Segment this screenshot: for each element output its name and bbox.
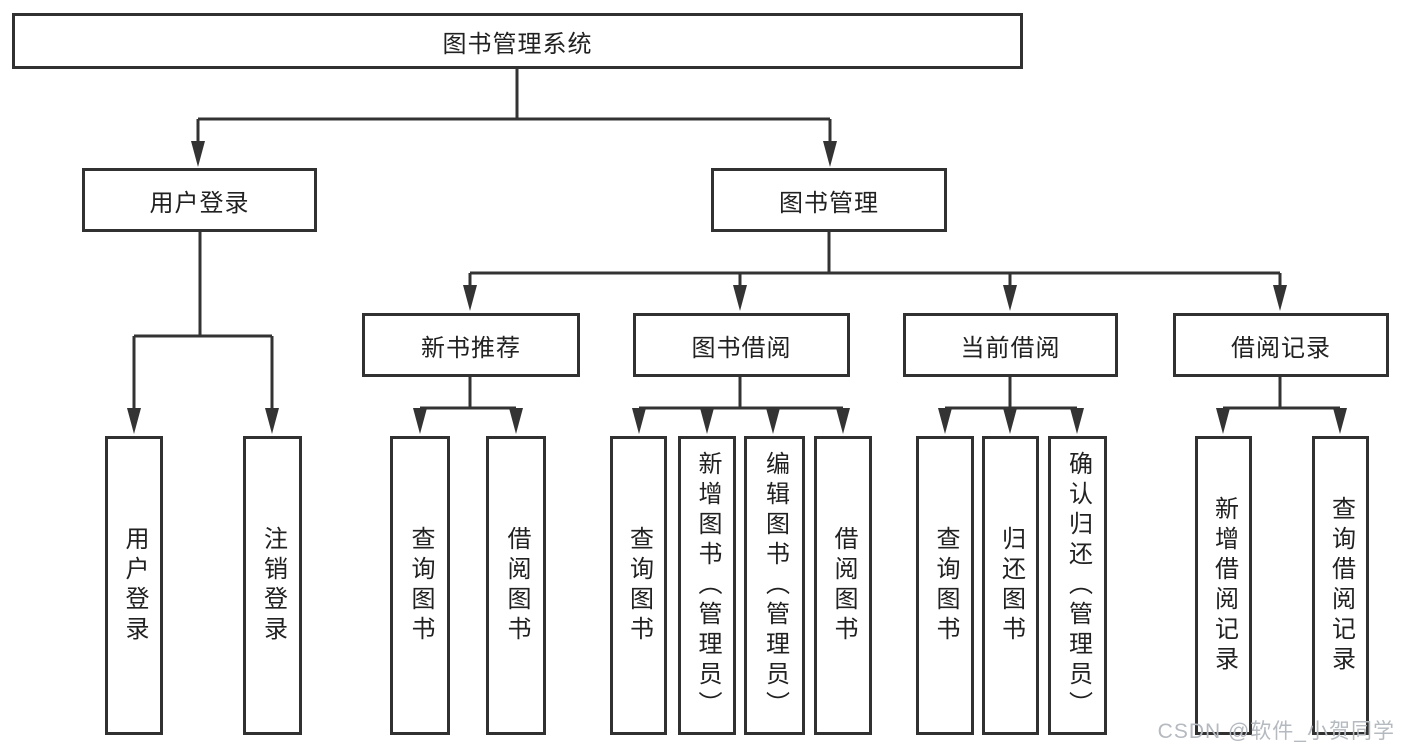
node-new-books: 新书推荐 — [362, 313, 580, 377]
leaf-bookborrow-edit: 编辑图书（管理员） — [744, 436, 805, 735]
leaf-bookborrow-query: 查询图书 — [610, 436, 667, 735]
leaf-bookborrow-add: 新增图书（管理员） — [678, 436, 736, 735]
leaf-bookborrow-borrow: 借阅图书 — [814, 436, 872, 735]
node-root: 图书管理系统 — [12, 13, 1023, 69]
leaf-currentborrow-confirm: 确认归还（管理员） — [1048, 436, 1107, 735]
leaf-newbooks-query: 查询图书 — [390, 436, 450, 735]
leaf-newbooks-borrow: 借阅图书 — [486, 436, 546, 735]
leaf-currentborrow-return: 归还图书 — [982, 436, 1039, 735]
leaf-user-login: 用户登录 — [105, 436, 163, 735]
leaf-records-add: 新增借阅记录 — [1195, 436, 1252, 735]
watermark: CSDN @软件_小贺同学 — [1157, 720, 1395, 743]
node-borrow-records: 借阅记录 — [1173, 313, 1389, 377]
node-book-mgmt: 图书管理 — [711, 168, 947, 232]
node-book-borrow: 图书借阅 — [633, 313, 850, 377]
node-current-borrow: 当前借阅 — [903, 313, 1118, 377]
leaf-records-query: 查询借阅记录 — [1312, 436, 1369, 735]
node-user-login: 用户登录 — [82, 168, 317, 232]
leaf-logout: 注销登录 — [243, 436, 302, 735]
leaf-currentborrow-query: 查询图书 — [916, 436, 974, 735]
